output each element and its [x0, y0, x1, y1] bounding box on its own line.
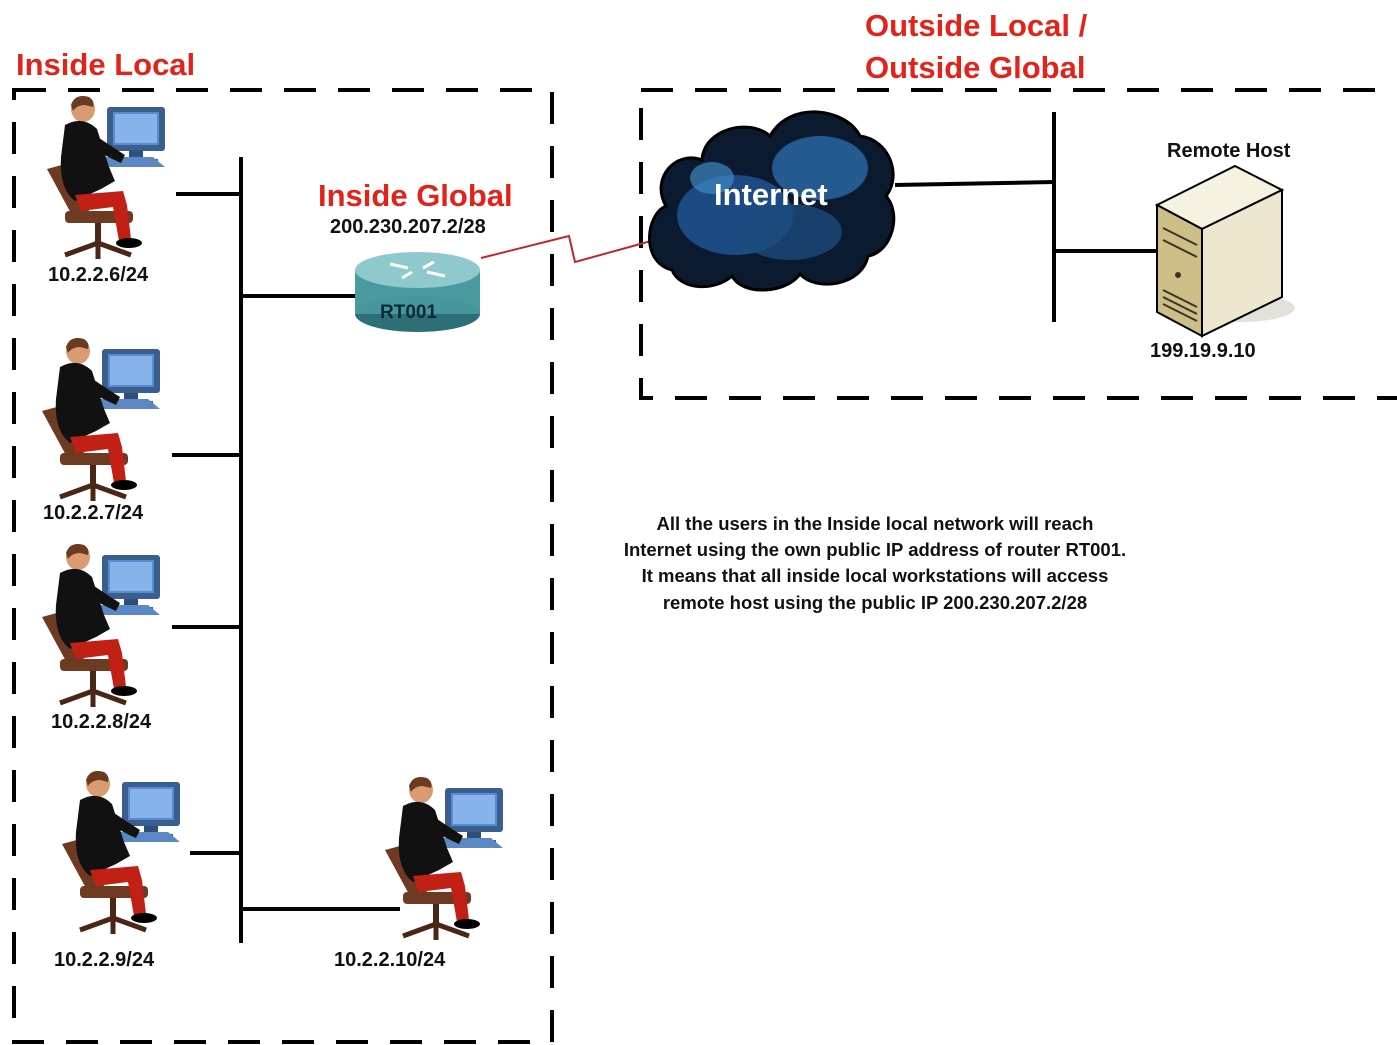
link-internet	[894, 180, 1055, 187]
internet-cloud[interactable]: Internet	[648, 110, 896, 292]
workstation-5-ip: 10.2.2.10/24	[334, 949, 446, 971]
note-line-3: It means that all inside local workstati…	[642, 565, 1109, 586]
outside-cabling	[894, 112, 1158, 322]
inside-global-label: Inside Global	[318, 178, 513, 213]
router-name: RT001	[380, 302, 437, 323]
workstation-4-ip: 10.2.2.9/24	[54, 949, 155, 971]
workstation-1[interactable]	[47, 96, 165, 259]
workstation-3[interactable]	[42, 544, 160, 707]
lan-cabling	[172, 157, 400, 943]
internet-label: Internet	[714, 177, 828, 212]
workstation-2-ip: 10.2.2.7/24	[43, 502, 144, 524]
workstation-4[interactable]	[62, 771, 180, 934]
note-line-2: Internet using the own public IP address…	[624, 539, 1126, 560]
outside-zone-label-line2: Outside Global	[865, 50, 1085, 85]
workstation-5[interactable]	[385, 777, 503, 940]
note-line-1: All the users in the Inside local networ…	[657, 513, 1094, 534]
router-rt001[interactable]: RT001	[355, 252, 480, 332]
router-public-ip: 200.230.207.2/28	[330, 216, 486, 238]
remote-host-server-icon[interactable]	[1154, 164, 1295, 338]
workstation-3-ip: 10.2.2.8/24	[51, 711, 152, 733]
note-line-4: remote host using the public IP 200.230.…	[663, 592, 1087, 613]
explanation-note: All the users in the Inside local networ…	[624, 513, 1126, 613]
router-arrows-icon	[389, 260, 446, 280]
remote-host-title: Remote Host	[1167, 140, 1291, 162]
workstation-2[interactable]	[42, 338, 160, 501]
workstation-1-ip: 10.2.2.6/24	[48, 264, 149, 286]
outside-zone-label-line1: Outside Local /	[865, 8, 1088, 43]
inside-local-zone-boundary	[12, 88, 554, 1044]
inside-local-label: Inside Local	[16, 47, 195, 82]
wan-serial-link	[480, 234, 663, 264]
remote-host-ip: 199.19.9.10	[1150, 340, 1256, 362]
